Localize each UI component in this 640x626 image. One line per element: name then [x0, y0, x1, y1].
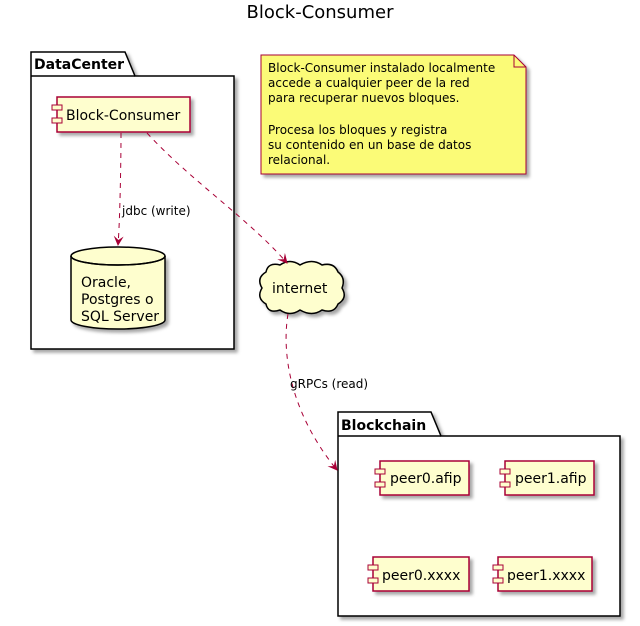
note-line-2: accede a cualquier peer de la red	[268, 76, 470, 90]
note: Block-Consumer instalado localmente acce…	[260, 54, 527, 175]
edge-jdbc: jdbc (write)	[113, 132, 191, 246]
database-label-3: SQL Server	[81, 309, 159, 325]
database-label-1: Oracle,	[81, 275, 131, 291]
note-line-5: su contenido en un base de datos	[268, 138, 471, 152]
edge-internet	[146, 132, 288, 264]
component-peer1-xxxx: peer1.xxxx	[492, 556, 593, 592]
peer0-xxxx-label: peer0.xxxx	[382, 568, 460, 584]
component-icon	[367, 564, 379, 571]
component-peer1-afip: peer1.afip	[499, 460, 595, 496]
component-block-consumer: Block-Consumer	[51, 96, 191, 133]
package-blockchain-label: Blockchain	[341, 418, 426, 434]
edge-grpc-label: gRPCs (read)	[290, 377, 368, 391]
note-line-4: Procesa los bloques y registra	[268, 123, 447, 137]
component-icon	[51, 117, 63, 124]
cloud-label: internet	[272, 281, 328, 297]
diagram-title: Block-Consumer	[246, 2, 394, 23]
peer1-xxxx-label: peer1.xxxx	[507, 568, 585, 584]
note-line-6: relacional.	[268, 153, 330, 167]
component-icon	[367, 577, 379, 584]
database-sql: Oracle, Postgres o SQL Server	[70, 246, 166, 330]
database-label-2: Postgres o	[81, 292, 154, 308]
component-icon	[374, 481, 386, 488]
block-consumer-label: Block-Consumer	[66, 108, 181, 124]
edge-jdbc-label: jdbc (write)	[121, 204, 191, 218]
note-line-3: para recuperar nuevos bloques.	[268, 91, 459, 105]
peer1-afip-label: peer1.afip	[515, 471, 587, 487]
peer0-afip-label: peer0.afip	[390, 471, 462, 487]
component-icon	[51, 104, 63, 111]
note-line-1: Block-Consumer instalado localmente	[268, 61, 495, 75]
component-icon	[492, 577, 504, 584]
component-icon	[374, 468, 386, 475]
component-icon	[499, 468, 511, 475]
component-icon	[499, 481, 511, 488]
component-peer0-afip: peer0.afip	[374, 460, 470, 496]
component-icon	[492, 564, 504, 571]
edge-grpc: gRPCs (read)	[285, 313, 368, 471]
component-peer0-xxxx: peer0.xxxx	[367, 556, 470, 592]
package-datacenter-label: DataCenter	[34, 57, 124, 73]
cloud-internet: internet	[259, 260, 345, 315]
